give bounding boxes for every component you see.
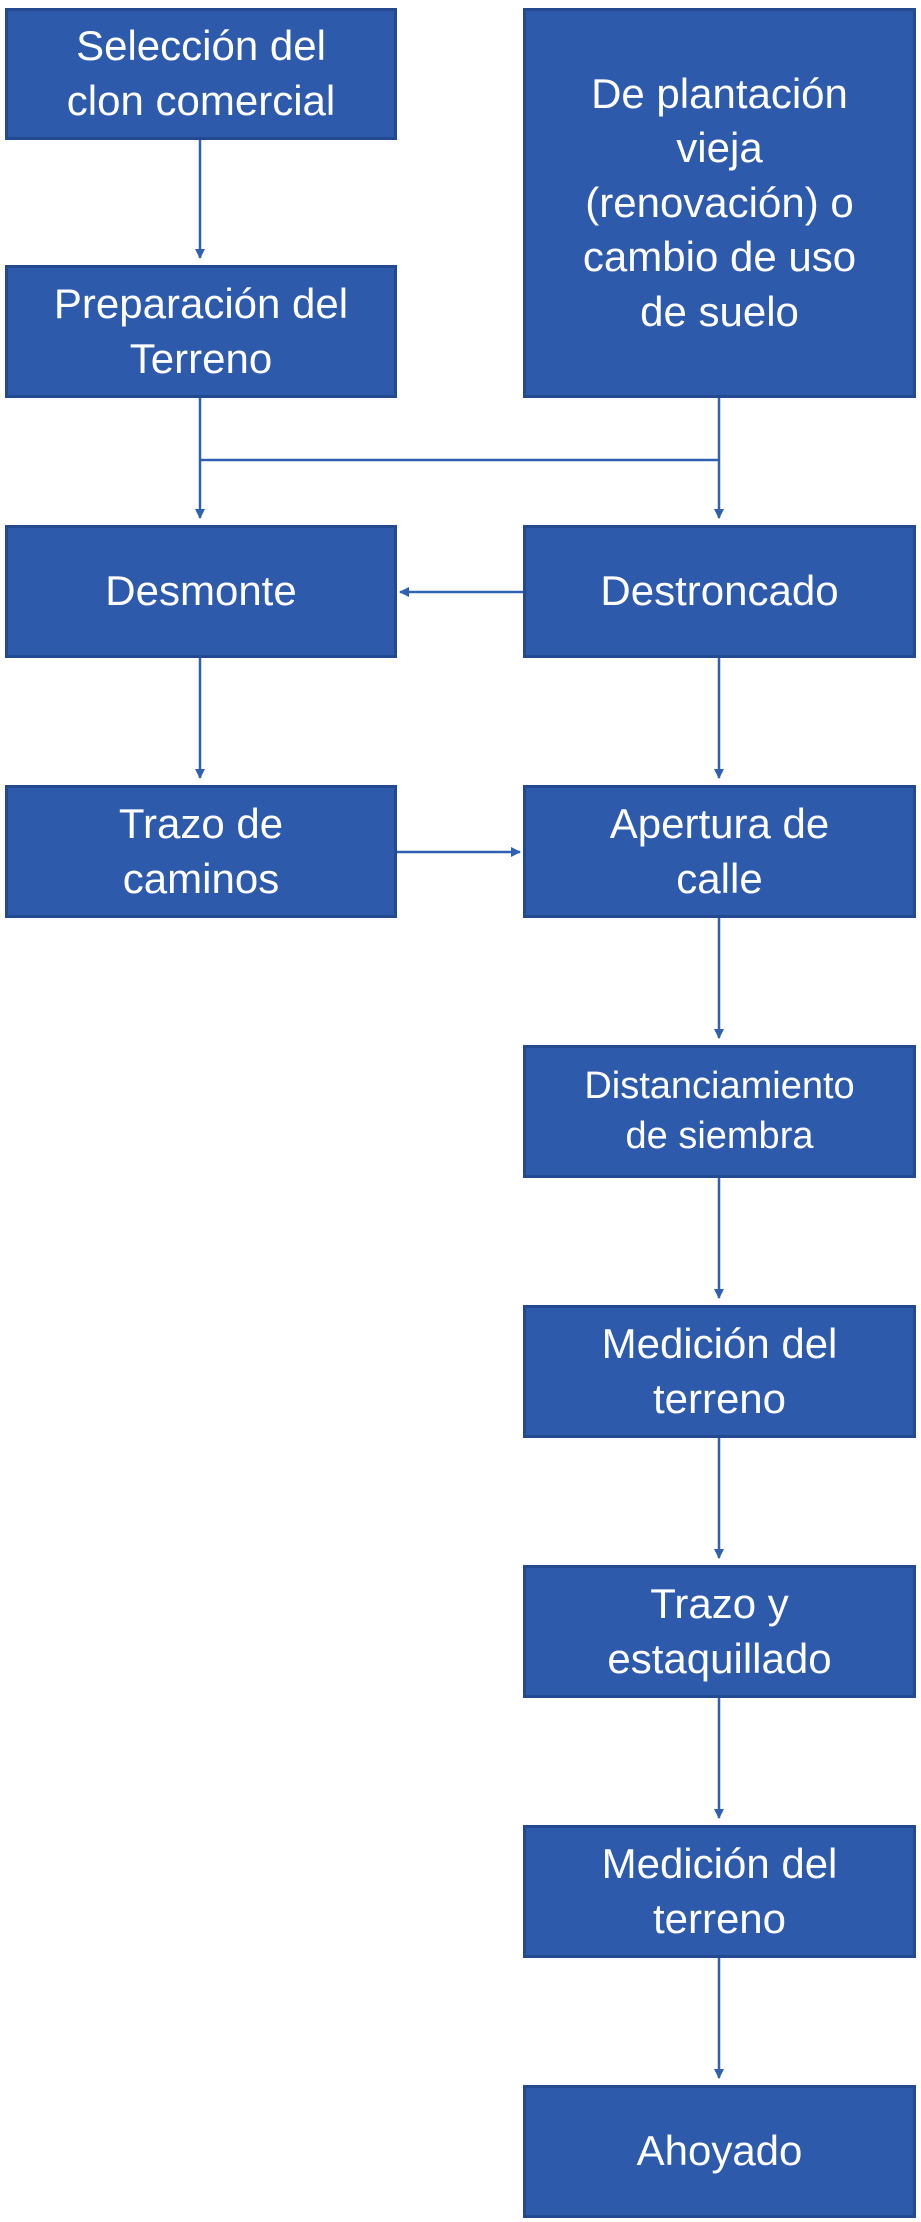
node-medicion-terreno-2-label: Medición del terreno [601, 1839, 838, 1942]
node-apertura-calle-label: Apertura de calle [609, 799, 830, 902]
node-trazo-caminos-label: Trazo de caminos [118, 799, 284, 902]
node-medicion-terreno-1: Medición del terreno [523, 1305, 916, 1438]
node-trazo-estaquillado-label: Trazo y estaquillado [607, 1579, 832, 1682]
node-distanciamiento-siembra-label: Distanciamiento de siembra [584, 1065, 855, 1157]
node-plantacion-vieja: De plantación vieja (renovación) o cambi… [523, 8, 916, 398]
node-ahoyado-label: Ahoyado [636, 2127, 803, 2175]
node-trazo-caminos: Trazo de caminos [5, 785, 397, 918]
node-apertura-calle: Apertura de calle [523, 785, 916, 918]
node-destroncado-label: Destroncado [600, 567, 839, 615]
node-ahoyado: Ahoyado [523, 2085, 916, 2218]
node-seleccion-clon: Selección del clon comercial [5, 8, 397, 140]
node-medicion-terreno-2: Medición del terreno [523, 1825, 916, 1958]
node-seleccion-clon-label: Selección del clon comercial [66, 22, 336, 124]
node-destroncado: Destroncado [523, 525, 916, 658]
node-distanciamiento-siembra: Distanciamiento de siembra [523, 1045, 916, 1178]
node-trazo-estaquillado: Trazo y estaquillado [523, 1565, 916, 1698]
node-desmonte-label: Desmonte [105, 567, 297, 615]
node-plantacion-vieja-label: De plantación vieja (renovación) o cambi… [582, 69, 857, 335]
node-medicion-terreno-1-label: Medición del terreno [601, 1319, 838, 1422]
node-preparacion-terreno-label: Preparación del Terreno [53, 279, 349, 382]
node-preparacion-terreno: Preparación del Terreno [5, 265, 397, 398]
node-desmonte: Desmonte [5, 525, 397, 658]
